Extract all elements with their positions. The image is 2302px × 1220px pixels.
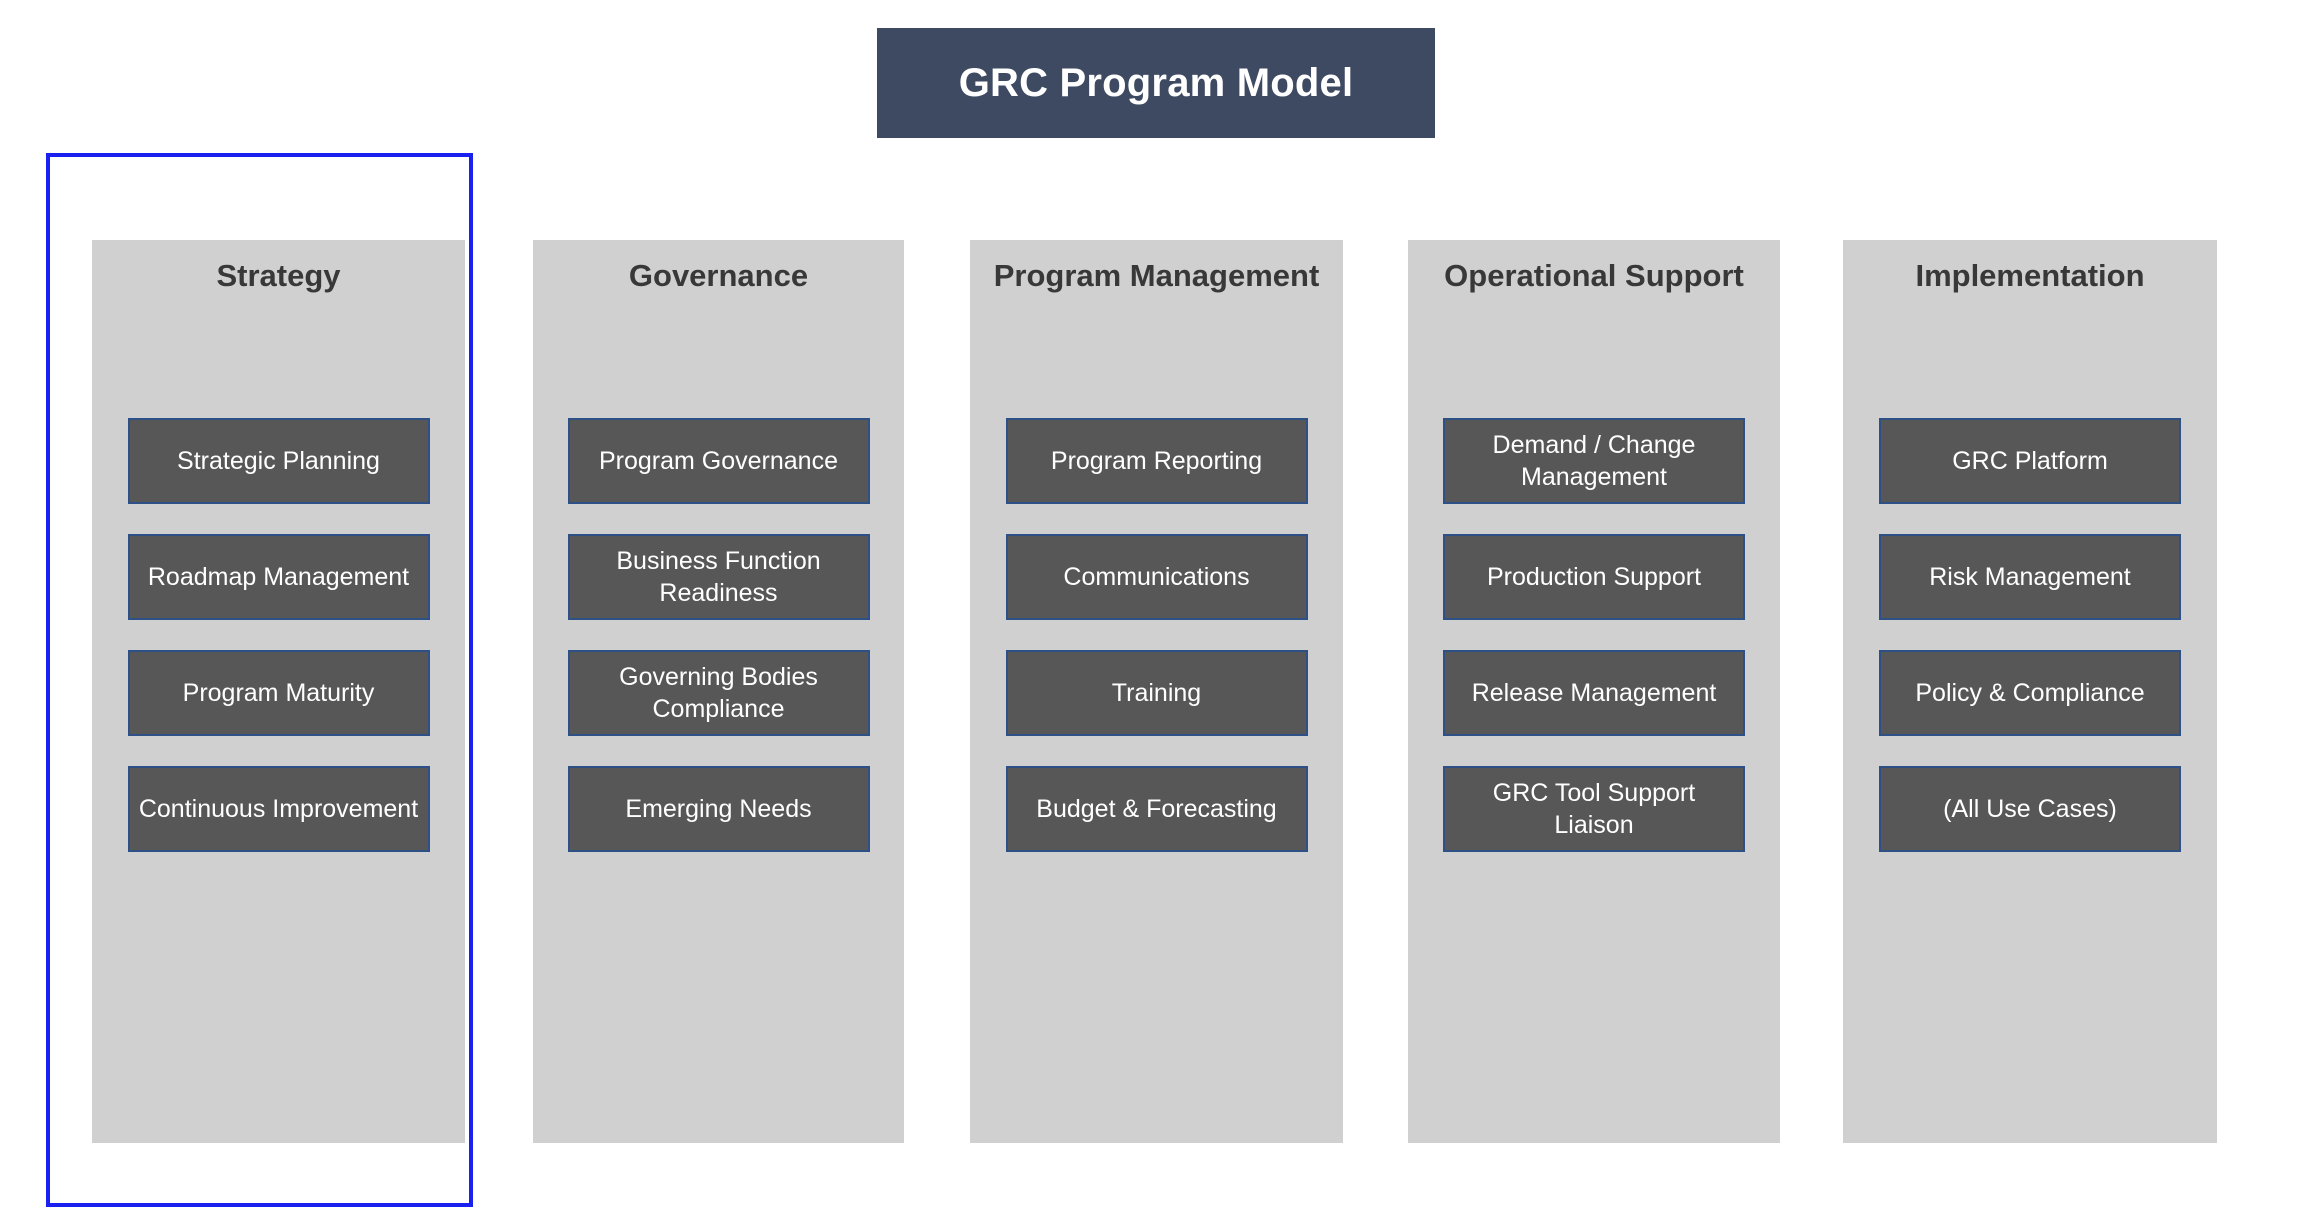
pillar-items-program-management: Program Reporting Communications Trainin…: [970, 418, 1343, 852]
pillar-item[interactable]: Business Function Readiness: [567, 534, 870, 620]
pillar-column-strategy[interactable]: Strategy Strategic Planning Roadmap Mana…: [92, 240, 465, 1143]
pillar-header-governance: Governance: [628, 258, 809, 293]
pillar-columns: Strategy Strategic Planning Roadmap Mana…: [0, 240, 2302, 1143]
pillar-items-strategy: Strategic Planning Roadmap Management Pr…: [92, 418, 465, 852]
pillar-item[interactable]: Release Management: [1443, 650, 1745, 736]
pillar-item[interactable]: Roadmap Management: [127, 534, 430, 620]
pillar-item[interactable]: Policy & Compliance: [1879, 650, 2181, 736]
pillar-item[interactable]: Demand / Change Management: [1443, 418, 1745, 504]
pillar-item[interactable]: Program Governance: [567, 418, 870, 504]
pillar-column-governance[interactable]: Governance Program Governance Business F…: [533, 240, 904, 1143]
pillar-item[interactable]: Training: [1005, 650, 1308, 736]
pillar-item[interactable]: Continuous Improvement: [127, 766, 430, 852]
pillar-header-operational-support: Operational Support: [1444, 258, 1744, 293]
pillar-header-strategy: Strategy: [216, 258, 341, 293]
pillar-header-implementation: Implementation: [1915, 258, 2145, 293]
pillar-item[interactable]: Budget & Forecasting: [1005, 766, 1308, 852]
pillar-item[interactable]: Production Support: [1443, 534, 1745, 620]
pillar-item[interactable]: Emerging Needs: [567, 766, 870, 852]
pillar-item[interactable]: Communications: [1005, 534, 1308, 620]
pillar-item[interactable]: Program Reporting: [1005, 418, 1308, 504]
pillar-item[interactable]: GRC Platform: [1879, 418, 2181, 504]
pillar-item[interactable]: Program Maturity: [127, 650, 430, 736]
pillar-header-program-management: Program Management: [993, 258, 1320, 293]
pillar-item[interactable]: GRC Tool Support Liaison: [1443, 766, 1745, 852]
diagram-title-banner: GRC Program Model: [877, 28, 1435, 138]
pillar-column-program-management[interactable]: Program Management Program Reporting Com…: [970, 240, 1343, 1143]
pillar-items-governance: Program Governance Business Function Rea…: [533, 418, 904, 852]
pillar-item[interactable]: (All Use Cases): [1879, 766, 2181, 852]
pillar-items-operational-support: Demand / Change Management Production Su…: [1408, 418, 1780, 852]
pillar-item[interactable]: Governing Bodies Compliance: [567, 650, 870, 736]
pillar-items-implementation: GRC Platform Risk Management Policy & Co…: [1843, 418, 2217, 852]
pillar-column-operational-support[interactable]: Operational Support Demand / Change Mana…: [1408, 240, 1780, 1143]
page-title: GRC Program Model: [958, 61, 1354, 105]
pillar-column-implementation[interactable]: Implementation GRC Platform Risk Managem…: [1843, 240, 2217, 1143]
pillar-item[interactable]: Risk Management: [1879, 534, 2181, 620]
pillar-item[interactable]: Strategic Planning: [127, 418, 430, 504]
